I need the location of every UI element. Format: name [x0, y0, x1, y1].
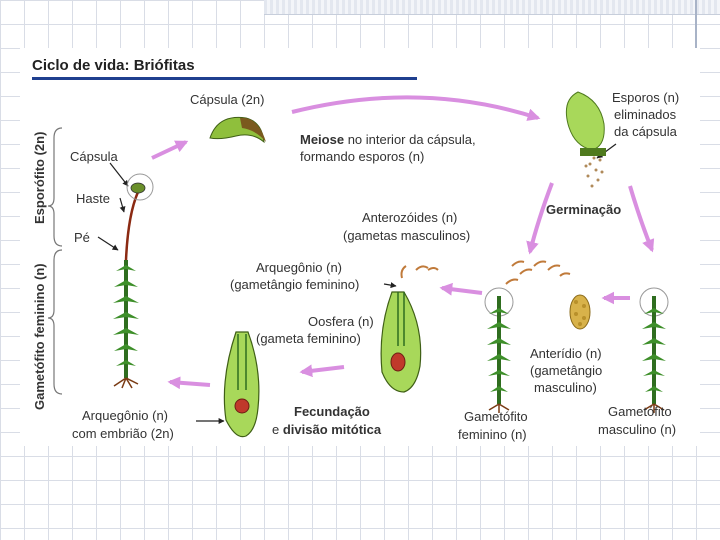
label-meiose-rest: no interior da cápsula,: [344, 132, 476, 147]
label-arquegonio-embriao-line2: com embrião (2n): [72, 426, 174, 441]
capsule-releasing-spores: [565, 91, 606, 188]
top-decorative-band: [264, 0, 720, 15]
label-germinacao: Germinação: [546, 202, 622, 217]
pointer-lines: [97, 143, 617, 424]
male-gametophyte-illustration: [639, 287, 669, 413]
label-meiose-line1: Meiose no interior da cápsula,: [300, 132, 476, 147]
label-esporos-line3: da cápsula: [614, 124, 677, 139]
label-divisao-mitotica-bold: divisão mitótica: [282, 422, 382, 437]
label-meiose-bold: Meiose: [300, 132, 345, 147]
label-anterozoides-line2: (gametas masculinos): [343, 228, 471, 243]
label-capsula: Cápsula: [70, 149, 118, 164]
label-esporos-line1: Esporos (n): [612, 90, 680, 105]
gametophyte-bracket: [47, 249, 63, 395]
label-pe: Pé: [74, 230, 90, 245]
label-gametofito-feminino-line1: Gametófito: [464, 409, 528, 424]
label-anterozoides-line1: Anterozóides (n): [362, 210, 458, 225]
archegonium-illustration: [380, 291, 422, 393]
antheridium-cluster: [569, 294, 591, 330]
label-anteridio-line3: masculino): [534, 380, 597, 395]
sporophyte-bracket: [47, 127, 63, 247]
gametophyte-side-label: Gametófito feminino (n): [32, 263, 47, 410]
label-haste: Haste: [76, 191, 110, 206]
label-meiose-line2: formando esporos (n): [300, 149, 425, 164]
label-fecundacao-e: e: [272, 422, 283, 437]
label-capsula-2n: Cápsula (2n): [190, 92, 265, 107]
label-oosfera-line1: Oosfera (n): [308, 314, 374, 329]
female-gametophyte-illustration: [484, 287, 514, 413]
label-divisao-mitotica: e divisão mitótica: [272, 422, 381, 437]
label-gametofito-masculino-line2: masculino (n): [598, 422, 677, 437]
label-arquegonio-embriao-line1: Arquegônio (n): [82, 408, 168, 423]
label-fecundacao: Fecundação: [294, 404, 370, 419]
label-arquegonio-line1: Arquegônio (n): [256, 260, 342, 275]
label-oosfera-line2: (gameta feminino): [256, 331, 361, 346]
label-gametofito-feminino-line2: feminino (n): [458, 427, 527, 442]
label-anteridio-line1: Anterídio (n): [530, 346, 602, 361]
diagram-title: Ciclo de vida: Briófitas: [32, 57, 195, 74]
title-underline: [32, 77, 417, 80]
cycle-arrows: [151, 95, 655, 390]
sporophyte-plant: [113, 173, 154, 389]
label-gametofito-masculino-line1: Gametófito: [608, 404, 672, 419]
label-anteridio-line2: (gametângio: [530, 363, 603, 378]
sporophyte-side-label: Esporófito (2n): [32, 131, 47, 224]
label-arquegonio-line2: (gametângio feminino): [230, 277, 360, 292]
antherozoids: [400, 260, 571, 285]
label-esporos-line2: eliminados: [614, 107, 677, 122]
capsule-illustration: [209, 116, 266, 144]
archegonium-with-embryo-illustration: [223, 331, 260, 438]
